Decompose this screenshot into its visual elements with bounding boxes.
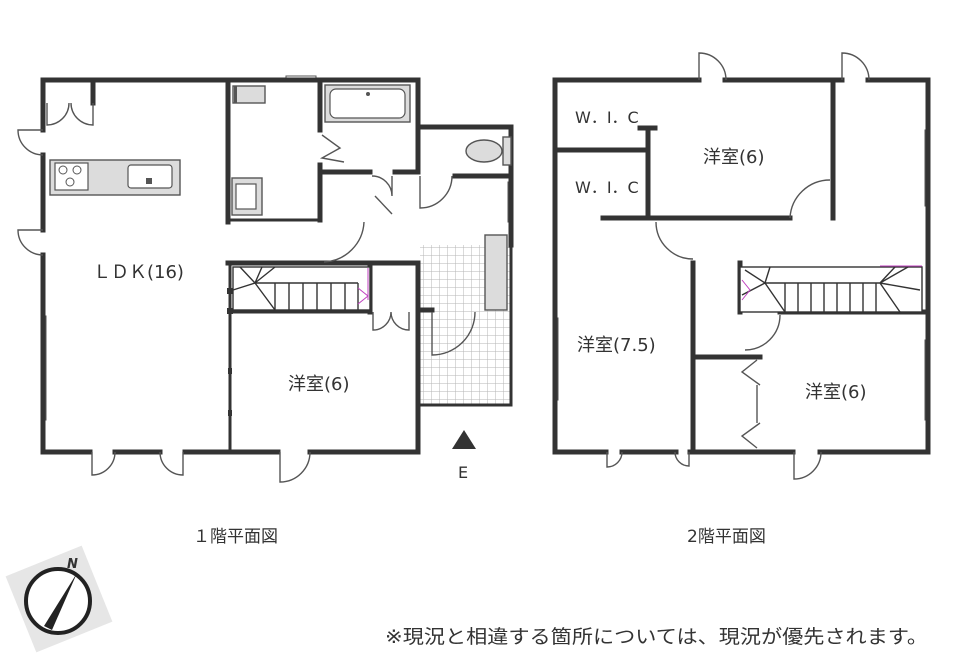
toilet-bowl — [465, 139, 503, 163]
direction-label: E — [458, 463, 468, 482]
vanity-mirror — [234, 86, 237, 103]
f1-toilet-door — [419, 175, 453, 209]
f1-entrance-edge — [420, 245, 513, 407]
f1-left-door-upper — [17, 129, 44, 156]
f1-entrance-door — [431, 311, 476, 356]
f2-bedroom-top-door — [789, 179, 831, 219]
vanity — [232, 85, 266, 104]
kitchen-counter — [49, 159, 181, 196]
marker — [227, 288, 233, 294]
bathtub — [324, 84, 411, 123]
stair-treads — [741, 266, 921, 313]
drain-icon — [366, 92, 370, 96]
room-label-wic-lower: W．I．C — [575, 178, 639, 197]
kitchen-sink — [127, 164, 173, 189]
toilet-tank — [502, 136, 512, 166]
floor1-title: １階平面図 — [193, 527, 278, 547]
f1-interior-walls — [225, 77, 421, 315]
room-label-f1-bedroom: 洋室(6) — [288, 374, 350, 395]
f2-stairs — [739, 265, 923, 313]
faucet — [146, 178, 152, 184]
shoe-cabinet — [484, 234, 508, 311]
f1-bath-folding-door — [319, 134, 345, 163]
disclaimer-note: ※現況と相違する箇所については、現況が優先されます。 — [385, 626, 928, 648]
f1-interior-thin-walls — [228, 218, 372, 452]
f1-bottom-door-3 — [279, 451, 311, 483]
floor2-plan: W．I．C W．I．C 洋室(6) 洋室(7.5) 洋室(6) 2階平面図 — [552, 52, 931, 547]
f2-interior-walls — [554, 77, 931, 455]
f1-hall-door — [371, 175, 393, 215]
f1-bedroom-closet-door — [372, 311, 410, 331]
f1-stairs — [232, 266, 371, 311]
room-label-wic-upper: W．I．C — [575, 108, 639, 127]
stair-arrow-icon — [357, 268, 369, 305]
f2-bedroom-bottom-door — [744, 314, 781, 351]
f2-outer-walls — [552, 77, 931, 455]
bathtub-inner — [329, 88, 406, 119]
washroom-sink — [232, 85, 266, 104]
toilet — [465, 136, 512, 166]
f1-utility-door — [323, 221, 365, 263]
f2-top-door-2 — [841, 52, 870, 81]
room-label-ldk: ＬＤＫ(16) — [93, 262, 184, 283]
f1-bottom-door-2 — [159, 451, 184, 476]
room-label-f2-bedroom-bottom: 洋室(6) — [805, 382, 867, 403]
compass-ring — [24, 567, 92, 635]
f1-closet-double-door — [46, 102, 94, 126]
compass-needle-icon — [44, 573, 77, 630]
stair-outline — [232, 266, 371, 311]
floor1-plan: ＬＤＫ(16) 洋室(6) E １階平面図 — [17, 75, 514, 547]
f2-bottom-door-2 — [674, 451, 690, 467]
f2-bedroom-left-door — [655, 221, 694, 260]
f1-sliding-door-markers — [227, 288, 233, 416]
burner-icon — [58, 165, 68, 175]
f1-left-door-lower — [17, 229, 44, 256]
burner-icon — [65, 177, 75, 187]
f1-outer-walls — [40, 77, 514, 455]
marker — [228, 410, 232, 416]
floor2-title: 2階平面図 — [687, 527, 766, 547]
washing-machine-lid — [235, 183, 257, 210]
burner-icon — [72, 165, 82, 175]
f2-top-door-1 — [698, 52, 727, 81]
washing-machine — [231, 177, 263, 216]
marker — [227, 308, 233, 314]
f2-bottom-door-1 — [606, 451, 623, 468]
f1-bottom-door-1 — [91, 451, 116, 476]
stair-treads — [232, 266, 359, 311]
stair-rail — [741, 265, 922, 301]
f2-closet-folding-door — [740, 359, 761, 449]
compass: N — [5, 545, 113, 653]
direction-triangle-icon — [452, 430, 476, 449]
marker — [228, 368, 232, 374]
stair-outline — [739, 266, 923, 313]
room-label-f2-bedroom-left: 洋室(7.5) — [577, 335, 656, 356]
room-label-f2-bedroom-top: 洋室(6) — [703, 147, 765, 168]
compass-north-label: N — [67, 557, 78, 572]
f2-bottom-door-3 — [793, 451, 822, 480]
